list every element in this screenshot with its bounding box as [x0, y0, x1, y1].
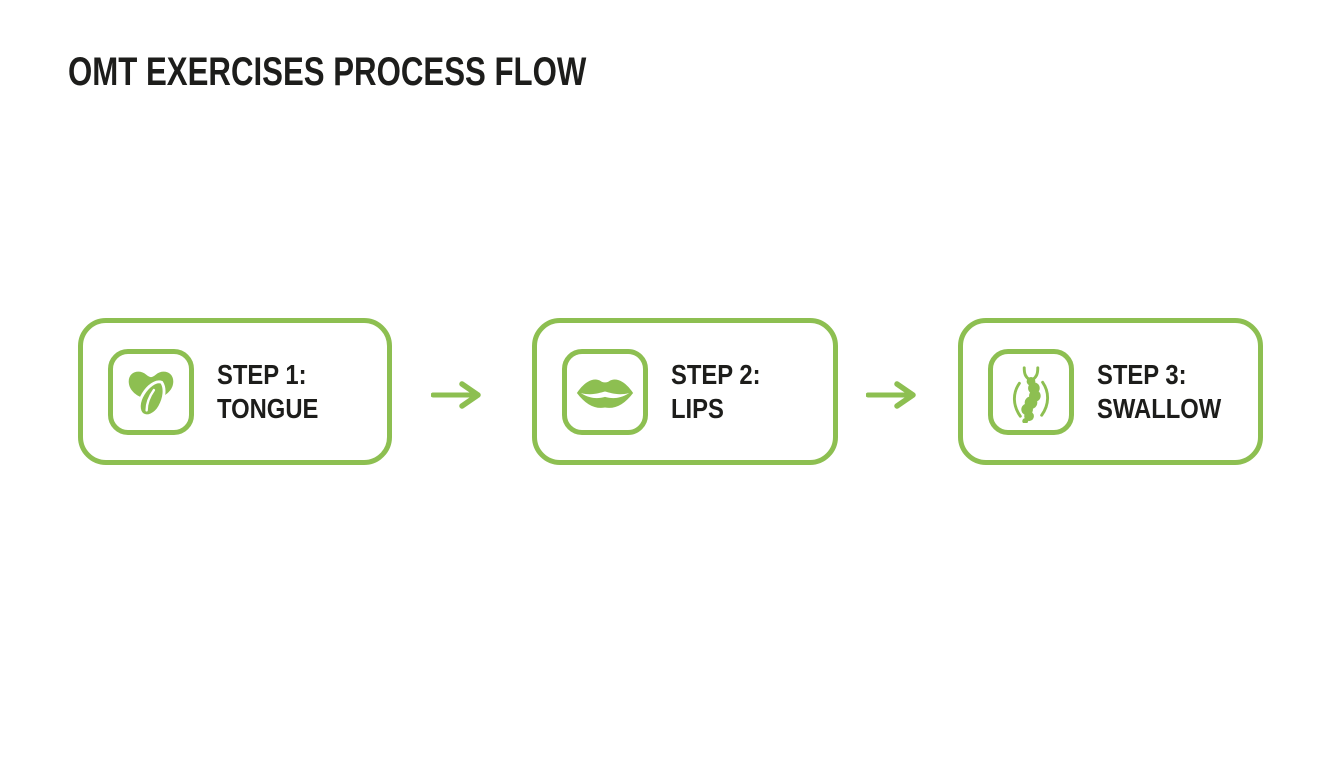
step-card-tongue: STEP 1: TONGUE	[78, 318, 392, 465]
step-label: STEP 2: LIPS	[671, 358, 761, 426]
step-label-line1: STEP 2:	[671, 358, 761, 390]
swallow-icon	[988, 348, 1074, 435]
step-label-line2: SWALLOW	[1097, 392, 1222, 424]
step-label-line2: LIPS	[671, 392, 724, 424]
step-label-line2: TONGUE	[217, 392, 319, 424]
step-label-line1: STEP 1:	[217, 358, 307, 390]
lips-icon	[562, 348, 648, 435]
arrow-right-icon	[866, 379, 924, 411]
step-label: STEP 3: SWALLOW	[1097, 358, 1221, 426]
arrow-right-icon	[431, 379, 489, 411]
page-title: OMT EXERCISES PROCESS FLOW	[68, 50, 587, 94]
tongue-icon	[108, 348, 194, 435]
step-card-lips: STEP 2: LIPS	[532, 318, 838, 465]
step-card-swallow: STEP 3: SWALLOW	[958, 318, 1263, 465]
step-label: STEP 1: TONGUE	[217, 358, 318, 426]
step-label-line1: STEP 3:	[1097, 358, 1187, 390]
